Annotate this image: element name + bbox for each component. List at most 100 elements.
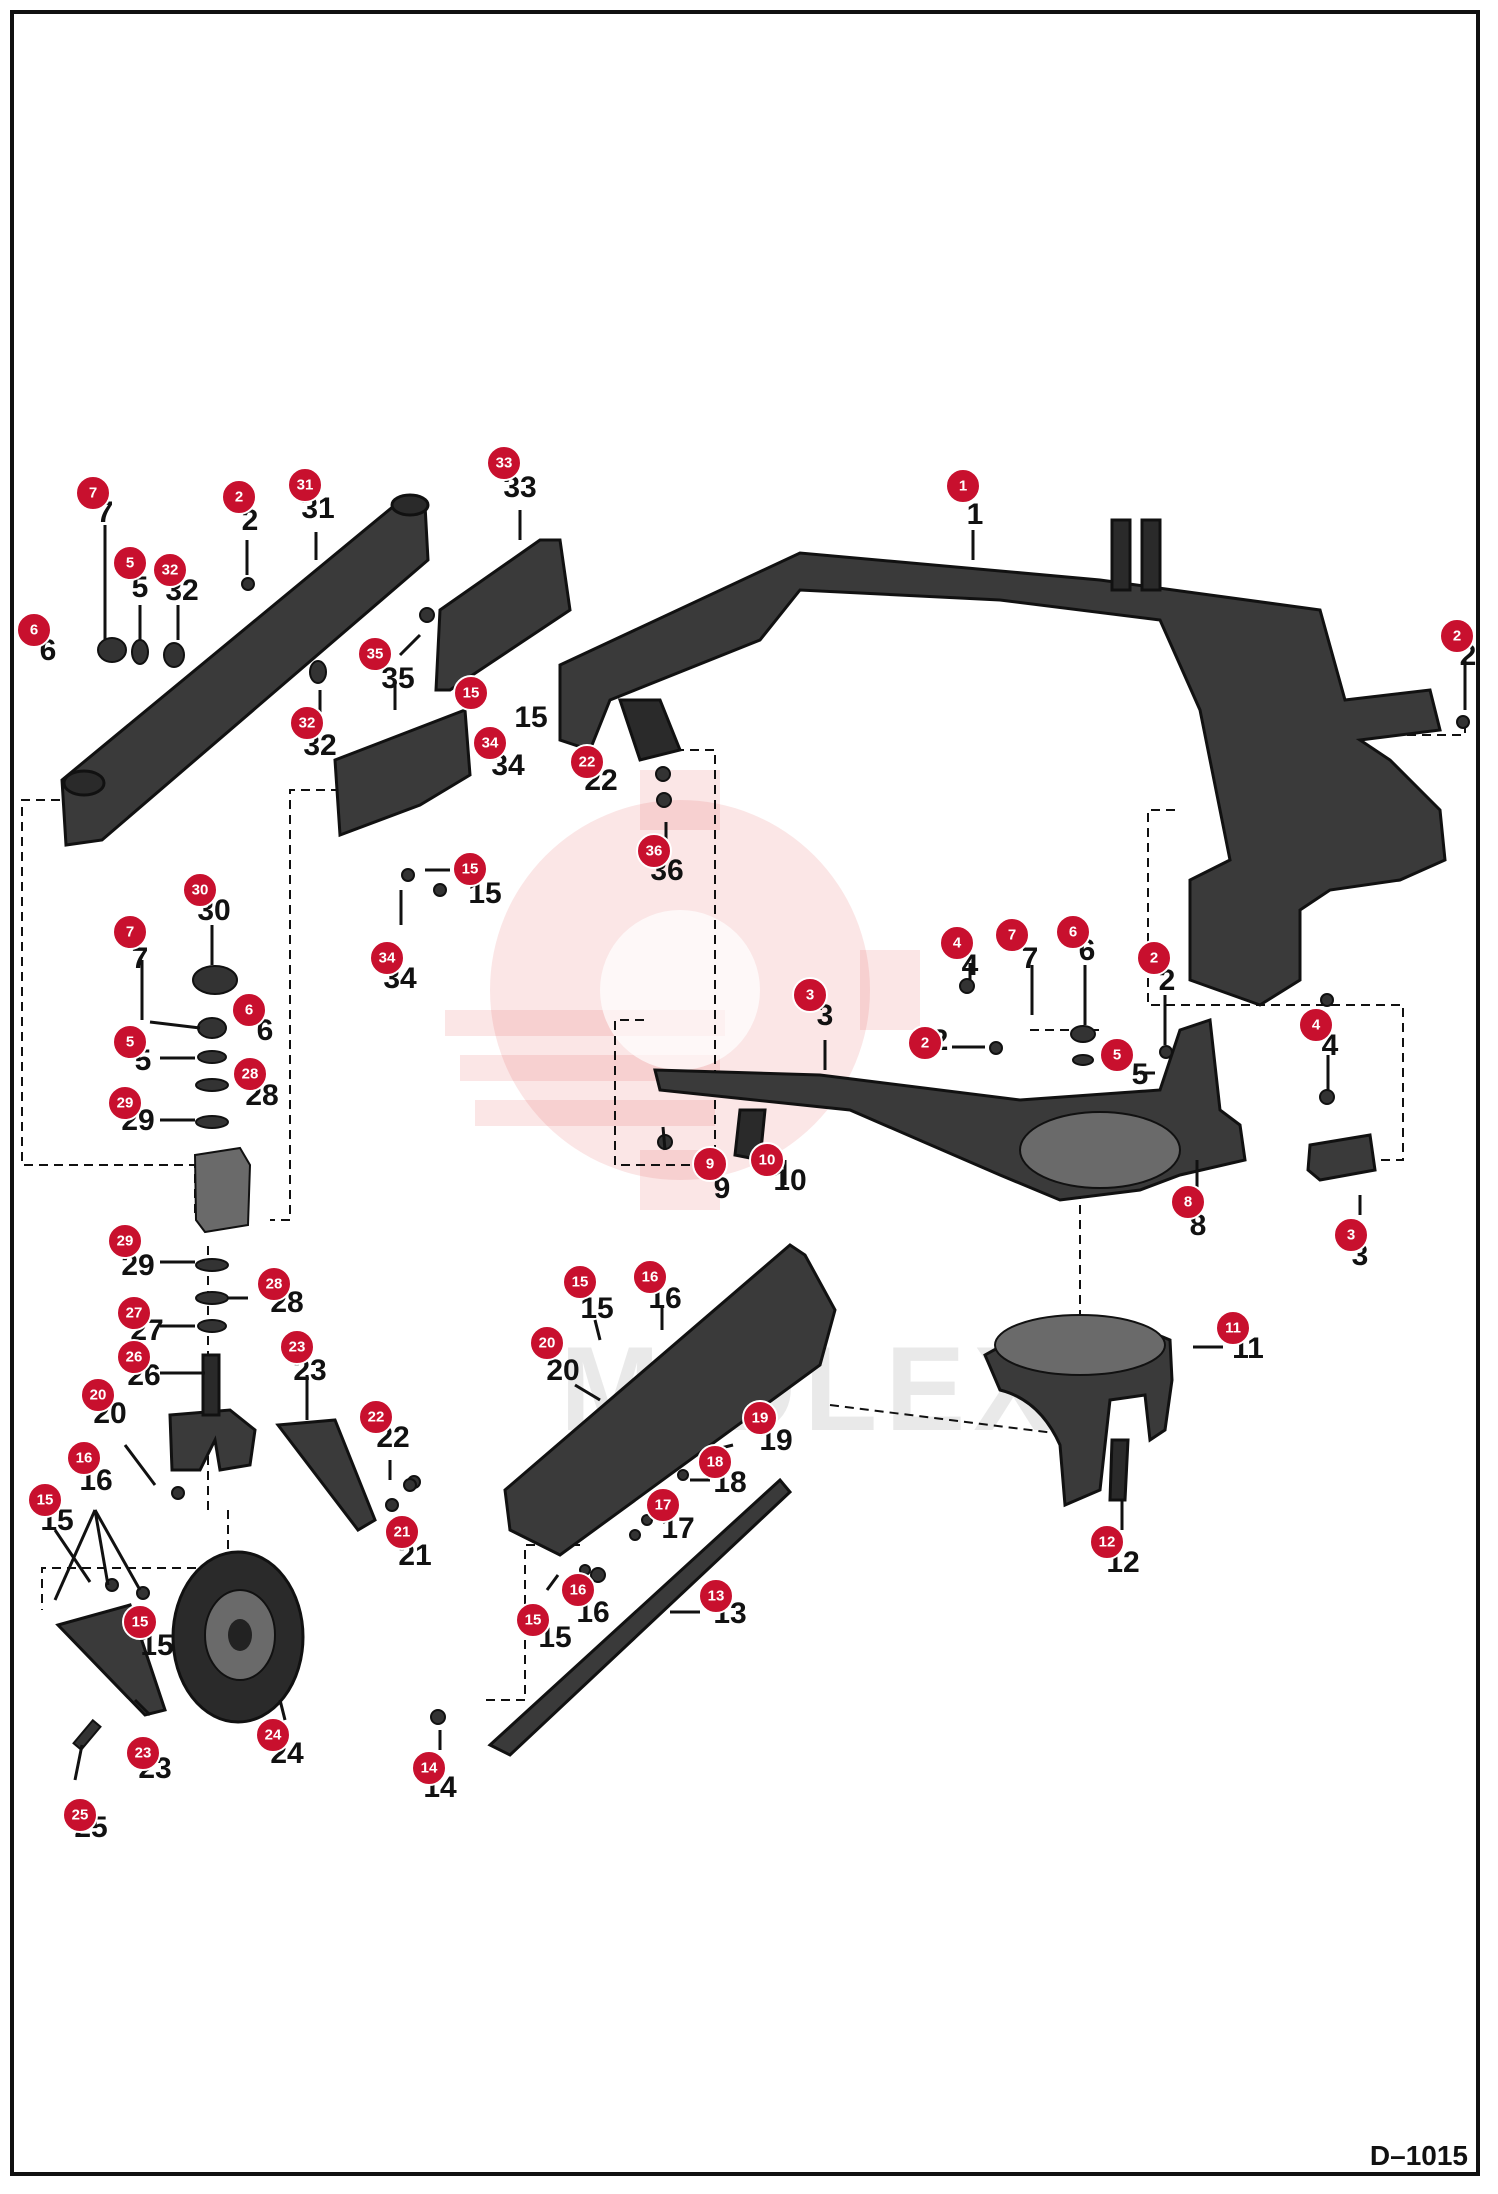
badge-5[interactable]: 5 bbox=[112, 1024, 148, 1060]
svg-text:26: 26 bbox=[126, 1349, 143, 1366]
svg-text:25: 25 bbox=[72, 1807, 89, 1824]
badge-19[interactable]: 19 bbox=[742, 1400, 778, 1436]
badge-15[interactable]: 15 bbox=[27, 1482, 63, 1518]
svg-text:3: 3 bbox=[806, 987, 814, 1004]
badge-10[interactable]: 10 bbox=[749, 1142, 785, 1178]
badge-15[interactable]: 15 bbox=[515, 1602, 551, 1638]
badge-28[interactable]: 28 bbox=[232, 1056, 268, 1092]
badge-22[interactable]: 22 bbox=[569, 744, 605, 780]
badge-2[interactable]: 2 bbox=[1136, 940, 1172, 976]
svg-text:18: 18 bbox=[707, 1454, 724, 1471]
badge-24[interactable]: 24 bbox=[255, 1717, 291, 1753]
badge-16[interactable]: 16 bbox=[560, 1572, 596, 1608]
upper-bracket bbox=[434, 538, 572, 692]
svg-text:20: 20 bbox=[90, 1387, 107, 1404]
badge-31[interactable]: 31 bbox=[287, 467, 323, 503]
svg-text:7: 7 bbox=[89, 485, 97, 502]
badge-17[interactable]: 17 bbox=[645, 1487, 681, 1523]
frame-foot bbox=[617, 698, 683, 762]
svg-text:5: 5 bbox=[1113, 1047, 1121, 1064]
svg-text:11: 11 bbox=[1225, 1320, 1241, 1337]
badge-23[interactable]: 23 bbox=[125, 1735, 161, 1771]
main-frame bbox=[558, 551, 1447, 1007]
badge-23[interactable]: 23 bbox=[279, 1329, 315, 1365]
badge-33[interactable]: 33 bbox=[486, 445, 522, 481]
badge-36[interactable]: 36 bbox=[636, 833, 672, 869]
badge-6[interactable]: 6 bbox=[1055, 914, 1091, 950]
badge-20[interactable]: 20 bbox=[529, 1325, 565, 1361]
badge-30[interactable]: 30 bbox=[182, 872, 218, 908]
svg-text:16: 16 bbox=[642, 1269, 659, 1286]
svg-text:15: 15 bbox=[462, 861, 479, 878]
badge-28[interactable]: 28 bbox=[256, 1266, 292, 1302]
badge-2[interactable]: 2 bbox=[1439, 618, 1475, 654]
badge-9[interactable]: 9 bbox=[692, 1146, 728, 1182]
svg-text:4: 4 bbox=[953, 935, 962, 952]
callout-7: 7 bbox=[1022, 942, 1039, 975]
badge-15[interactable]: 15 bbox=[453, 675, 489, 711]
badge-15[interactable]: 15 bbox=[122, 1604, 158, 1640]
badge-29[interactable]: 29 bbox=[107, 1085, 143, 1121]
badge-3[interactable]: 3 bbox=[1333, 1217, 1369, 1253]
svg-text:34: 34 bbox=[379, 950, 396, 967]
badge-34[interactable]: 34 bbox=[472, 725, 508, 761]
badge-11[interactable]: 11 bbox=[1215, 1310, 1251, 1346]
badge-16[interactable]: 16 bbox=[632, 1259, 668, 1295]
svg-text:12: 12 bbox=[1099, 1534, 1116, 1551]
badge-6[interactable]: 6 bbox=[231, 992, 267, 1028]
badge-21[interactable]: 21 bbox=[384, 1514, 420, 1550]
beam-end-top bbox=[390, 493, 430, 517]
badge-12[interactable]: 12 bbox=[1089, 1524, 1125, 1560]
svg-text:3: 3 bbox=[1347, 1227, 1355, 1244]
svg-text:29: 29 bbox=[117, 1233, 134, 1250]
badge-26[interactable]: 26 bbox=[116, 1339, 152, 1375]
svg-text:22: 22 bbox=[368, 1409, 385, 1426]
svg-text:7: 7 bbox=[1008, 927, 1016, 944]
badge-1[interactable]: 1 bbox=[945, 468, 981, 504]
frame-pin-left bbox=[1110, 518, 1132, 592]
badge-5[interactable]: 5 bbox=[1099, 1037, 1135, 1073]
badge-27[interactable]: 27 bbox=[116, 1295, 152, 1331]
badge-3[interactable]: 3 bbox=[792, 977, 828, 1013]
turntable-top bbox=[994, 1314, 1166, 1376]
turntable-pin bbox=[1108, 1438, 1130, 1502]
badge-20[interactable]: 20 bbox=[80, 1377, 116, 1413]
svg-text:10: 10 bbox=[759, 1152, 776, 1169]
badge-2[interactable]: 2 bbox=[907, 1025, 943, 1061]
badge-15[interactable]: 15 bbox=[452, 851, 488, 887]
badge-8[interactable]: 8 bbox=[1170, 1184, 1206, 1220]
badge-7[interactable]: 7 bbox=[994, 917, 1030, 953]
badge-7[interactable]: 7 bbox=[112, 914, 148, 950]
badge-6[interactable]: 6 bbox=[16, 612, 52, 648]
svg-text:23: 23 bbox=[135, 1745, 152, 1762]
badge-14[interactable]: 14 bbox=[411, 1750, 447, 1786]
cutting-edge bbox=[487, 1477, 793, 1757]
badge-13[interactable]: 13 bbox=[698, 1578, 734, 1614]
badge-29[interactable]: 29 bbox=[107, 1223, 143, 1259]
callout-15: 15 bbox=[514, 701, 547, 734]
badge-4[interactable]: 4 bbox=[939, 925, 975, 961]
badge-35[interactable]: 35 bbox=[357, 636, 393, 672]
badge-16[interactable]: 16 bbox=[66, 1440, 102, 1476]
svg-text:4: 4 bbox=[1312, 1017, 1321, 1034]
badge-18[interactable]: 18 bbox=[697, 1444, 733, 1480]
badge-7[interactable]: 7 bbox=[75, 475, 111, 511]
frame-pin-right bbox=[1140, 518, 1162, 592]
svg-text:6: 6 bbox=[245, 1002, 253, 1019]
svg-text:15: 15 bbox=[132, 1614, 149, 1631]
badge-32[interactable]: 32 bbox=[289, 705, 325, 741]
badge-5[interactable]: 5 bbox=[112, 545, 148, 581]
watermark-logo bbox=[445, 770, 920, 1210]
badge-22[interactable]: 22 bbox=[358, 1399, 394, 1435]
badge-25[interactable]: 25 bbox=[62, 1797, 98, 1833]
badge-32[interactable]: 32 bbox=[152, 552, 188, 588]
caster-housing bbox=[193, 1146, 252, 1234]
svg-text:2: 2 bbox=[1453, 628, 1461, 645]
svg-text:2: 2 bbox=[921, 1035, 929, 1052]
badge-4[interactable]: 4 bbox=[1298, 1007, 1334, 1043]
badge-2[interactable]: 2 bbox=[221, 479, 257, 515]
svg-text:32: 32 bbox=[162, 562, 179, 579]
svg-text:19: 19 bbox=[752, 1410, 769, 1427]
badge-34[interactable]: 34 bbox=[369, 940, 405, 976]
badge-15[interactable]: 15 bbox=[562, 1264, 598, 1300]
